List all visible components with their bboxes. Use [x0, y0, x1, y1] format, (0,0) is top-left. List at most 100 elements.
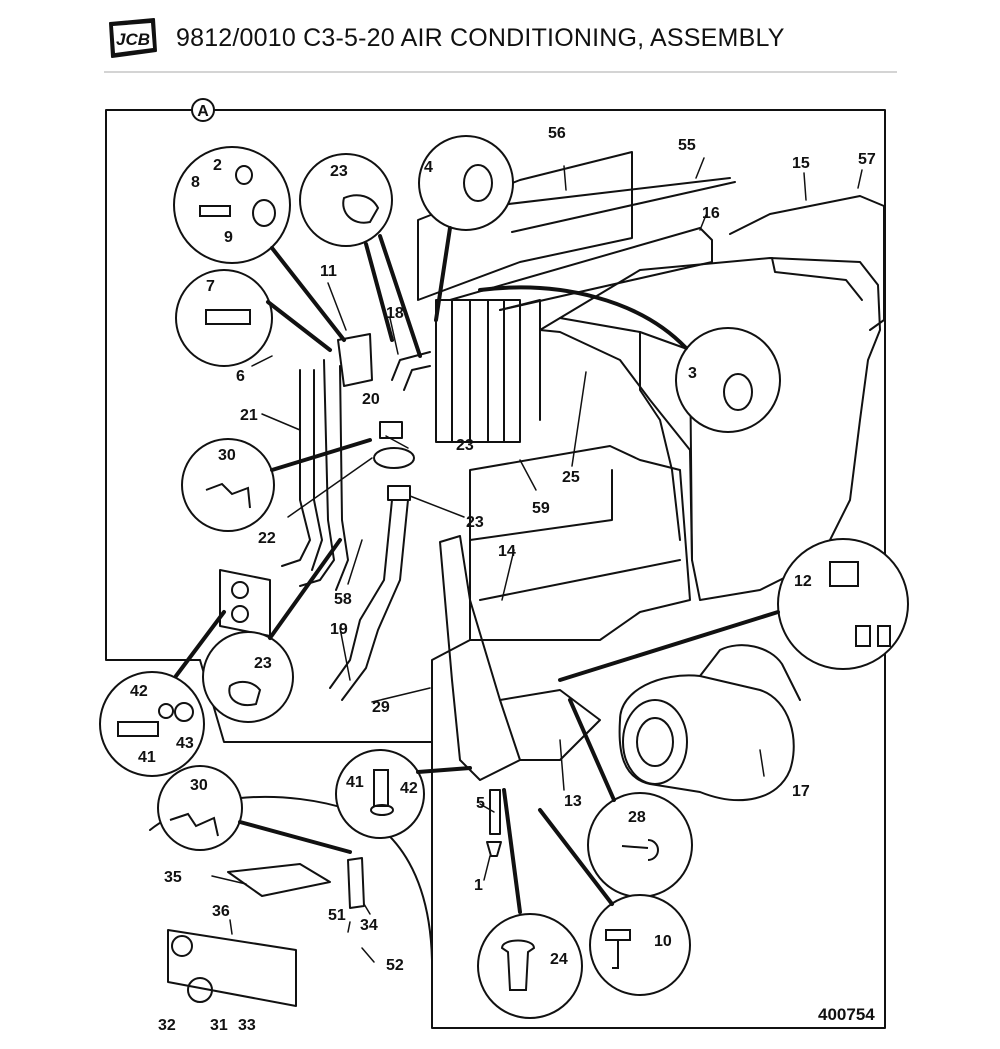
- detail-circle-30-bottom: [157, 765, 243, 851]
- connector-41-43: [174, 610, 226, 678]
- callout-51: 51: [328, 907, 346, 924]
- callout-3: 3: [688, 365, 697, 382]
- callout-29: 29: [372, 699, 390, 716]
- callout-4: 4: [424, 159, 433, 176]
- o-ring-2: [235, 165, 253, 185]
- callout-11: 11: [320, 263, 337, 280]
- connector-7-6: [266, 300, 332, 352]
- detail-circle-23-bottom: [202, 631, 294, 723]
- o-ring-4: [463, 164, 493, 202]
- o-ring-9: [252, 199, 276, 227]
- detail-circle-4: [418, 135, 514, 231]
- callout-23-c: 23: [466, 514, 484, 531]
- washer-42-b: [370, 804, 394, 816]
- clip-30-b: [169, 812, 219, 837]
- grommet-24: [500, 939, 536, 991]
- washer-42: [158, 703, 174, 719]
- callout-8: 8: [191, 174, 200, 191]
- header-divider: [104, 71, 897, 73]
- page-header: JCB 9812/0010 C3-5-20 AIR CONDITIONING, …: [0, 0, 1000, 80]
- callout-52: 52: [386, 957, 404, 974]
- hose-19: [329, 499, 393, 689]
- callout-23-b: 23: [456, 437, 474, 454]
- callout-34: 34: [360, 917, 378, 934]
- callout-57: 57: [858, 151, 876, 168]
- screw-10: [605, 929, 631, 969]
- callout-56: 56: [548, 125, 566, 142]
- callout-41-a: 41: [138, 749, 156, 766]
- connector-23-bottom: [268, 538, 342, 640]
- clamp-23b: [228, 680, 262, 706]
- expansion-valve-11: [337, 333, 373, 387]
- connector-30-bottom: [238, 820, 352, 854]
- screw-28: [621, 839, 659, 861]
- hose-18: [391, 351, 431, 391]
- callout-59: 59: [532, 500, 550, 517]
- callout-42-b: 42: [400, 780, 418, 797]
- callout-25: 25: [562, 469, 580, 486]
- detail-circle-12: [777, 538, 909, 670]
- callout-labels: 2 8 9 7 6 21 11 23 18 20 4 56 55 16 15 5…: [130, 125, 876, 1034]
- callout-33: 33: [238, 1017, 256, 1034]
- bolt-41: [117, 721, 159, 737]
- bolt-7: [205, 309, 251, 325]
- callout-1: 1: [474, 877, 483, 894]
- pipe-21: [281, 369, 311, 567]
- blower-17: [618, 674, 795, 802]
- clip-30: [205, 482, 251, 509]
- detail-circle-41-42-43: [99, 671, 205, 777]
- page-title: 9812/0010 C3-5-20 AIR CONDITIONING, ASSE…: [176, 24, 785, 52]
- callout-21: 21: [240, 407, 258, 424]
- detail-circle-2-8-9: [173, 146, 291, 264]
- connector-23-top: [364, 242, 394, 342]
- callout-6: 6: [236, 368, 245, 385]
- detail-circle-10: [589, 894, 691, 996]
- callout-5: 5: [476, 795, 485, 812]
- callout-23-a: 23: [330, 163, 348, 180]
- knob-32: [187, 977, 213, 1003]
- callout-16: 16: [702, 205, 720, 222]
- clip-23: [342, 194, 380, 224]
- connector-41-42: [416, 766, 472, 774]
- svg-text:A: A: [197, 103, 209, 120]
- detail-circle-30-top: [181, 438, 275, 532]
- detail-circle-7-6: [175, 269, 273, 367]
- evaporator-core: [435, 299, 521, 443]
- leader-lines: [205, 157, 863, 967]
- callout-30-a: 30: [218, 447, 236, 464]
- evaporator-housing: [539, 257, 881, 601]
- callout-10: 10: [654, 933, 672, 950]
- callout-19: 19: [330, 621, 348, 638]
- valve-22: [373, 447, 415, 469]
- callout-41-b: 41: [346, 774, 364, 791]
- callout-22: 22: [258, 530, 276, 547]
- figure-reference-number: 400754: [818, 1005, 875, 1024]
- connector-12: [558, 610, 780, 682]
- bolt-5: [489, 789, 501, 835]
- clamp-23-mid: [387, 485, 411, 501]
- callout-58: 58: [334, 591, 352, 608]
- callout-31: 31: [210, 1017, 228, 1034]
- callout-14: 14: [498, 543, 516, 560]
- callout-32: 32: [158, 1017, 176, 1034]
- callout-9: 9: [224, 229, 233, 246]
- callout-42-a: 42: [130, 683, 148, 700]
- pipe-20: [299, 359, 335, 587]
- jcb-logo-text: JCB: [116, 30, 150, 49]
- connector-plug-12: [829, 561, 891, 647]
- connector-3: [478, 285, 688, 350]
- connector-30: [270, 438, 372, 472]
- callout-28: 28: [628, 809, 646, 826]
- nut-43: [174, 702, 194, 722]
- callout-7: 7: [206, 278, 215, 295]
- callout-55: 55: [678, 137, 696, 154]
- grommet-1: [486, 841, 502, 857]
- callout-17: 17: [792, 783, 810, 800]
- callout-13: 13: [564, 793, 582, 810]
- clamp-23-top: [379, 421, 403, 439]
- screw-8: [199, 205, 231, 217]
- callout-15: 15: [792, 155, 810, 172]
- callout-24: 24: [550, 951, 568, 968]
- plate-42-43: [219, 569, 271, 637]
- detail-circle-24: [477, 913, 583, 1019]
